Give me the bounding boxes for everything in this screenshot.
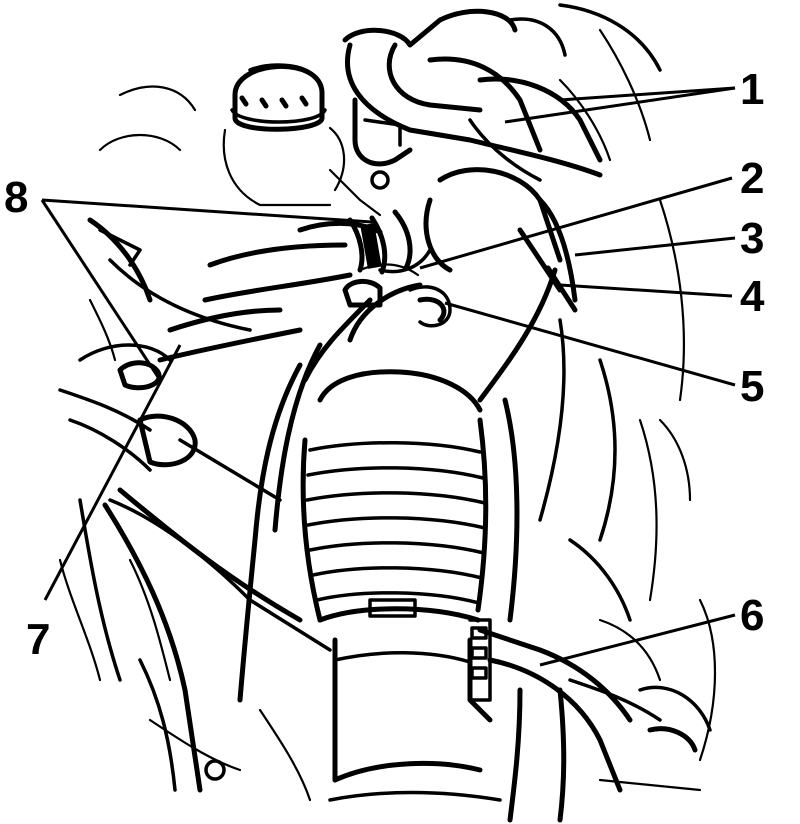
leader-1a: [559, 86, 736, 102]
left-hoses: [58, 85, 353, 502]
callout-8: 8: [4, 173, 28, 222]
leader-6: [539, 613, 736, 667]
engine-artwork: [58, 3, 717, 823]
callout-3: 3: [740, 214, 764, 263]
callout-6: 6: [740, 591, 764, 640]
callout-5: 5: [740, 362, 764, 411]
lower-right-hoses: [468, 618, 712, 823]
leader-7: [43, 344, 182, 601]
leader-2: [419, 176, 733, 270]
upper-coolant-hoses: [342, 3, 662, 182]
callout-4: 4: [740, 272, 765, 321]
leader-3: [574, 236, 736, 257]
reservoir-cap-drawing: [222, 63, 346, 207]
bellows-ribs: [305, 441, 487, 605]
vacuum-fitting: [342, 263, 452, 328]
callout-1: 1: [740, 65, 764, 114]
leader-4: [559, 283, 733, 298]
callout-labels: 1 2 3 4 5 6 7 8: [4, 65, 765, 664]
right-hoses: [502, 197, 686, 623]
leader-8b: [40, 199, 162, 381]
callout-2: 2: [740, 154, 764, 203]
leader-1b: [504, 86, 736, 124]
callout-7: 7: [26, 615, 50, 664]
background-details: [58, 78, 717, 802]
leader-lines: [40, 86, 736, 667]
wiring-harness: [78, 297, 373, 793]
leader-8a: [41, 198, 373, 224]
leader-5: [444, 301, 736, 387]
top-bracket: [328, 97, 413, 217]
